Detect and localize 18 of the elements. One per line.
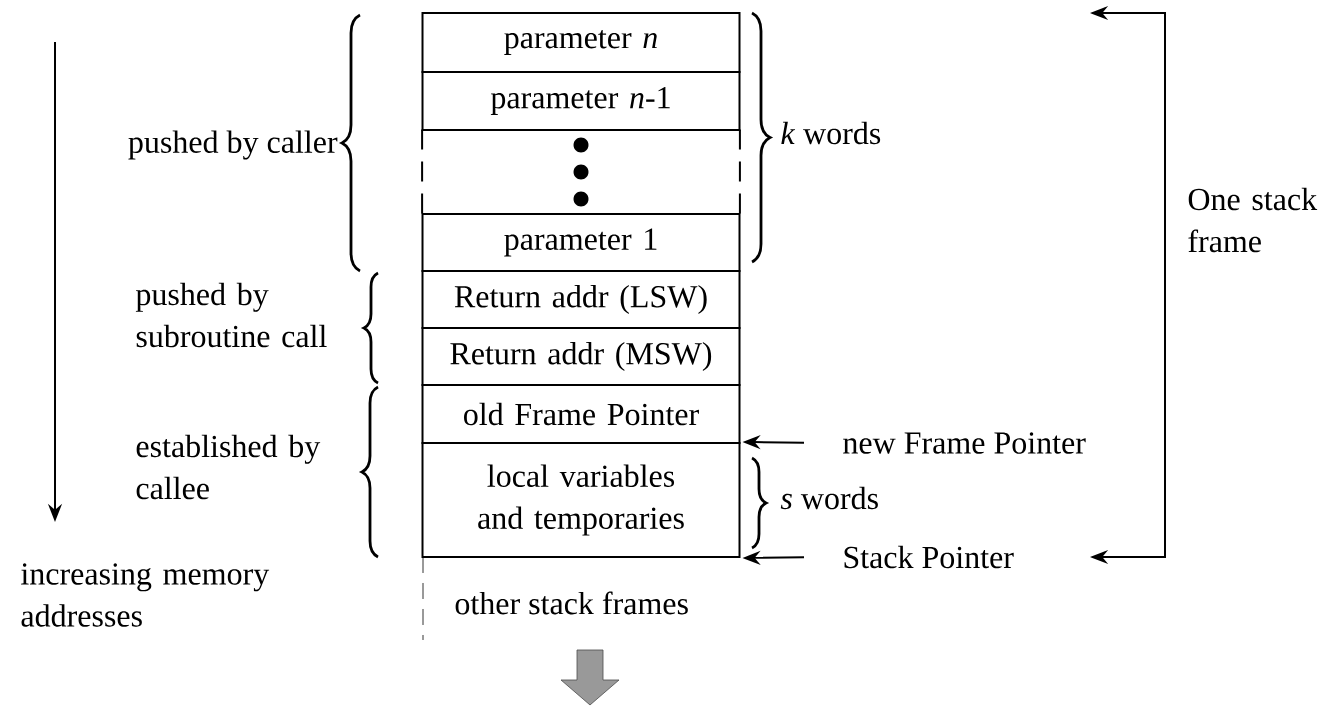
annotation-label: pushed by subroutine call [135, 282, 327, 348]
annotation-label: other stack frames [455, 591, 688, 615]
annotation-label: pushed by caller [128, 130, 338, 160]
pointer-label: new Frame Pointer [843, 432, 1086, 454]
stack-cell: Return addr (LSW) [421, 270, 741, 329]
annotation-label: s words [780, 486, 878, 510]
annotation-label: k words [781, 121, 881, 145]
stack-cell: parameter 1 [421, 213, 741, 272]
annotation-label: One stack frame [1188, 187, 1318, 253]
stack-cell: local variables and temporaries [421, 442, 741, 558]
stack-cell: parameter n-1 [421, 71, 741, 131]
stack-cell: Return addr (MSW) [421, 327, 741, 386]
pointer-label: Stack Pointer [844, 545, 1014, 569]
stack-cell: parameter n [421, 12, 741, 73]
stack-cell: old Frame Pointer [421, 384, 741, 444]
annotation-label: established by callee [136, 434, 321, 500]
ellipsis-cell [421, 128, 741, 216]
annotation-label: increasing memory addresses [21, 563, 270, 627]
